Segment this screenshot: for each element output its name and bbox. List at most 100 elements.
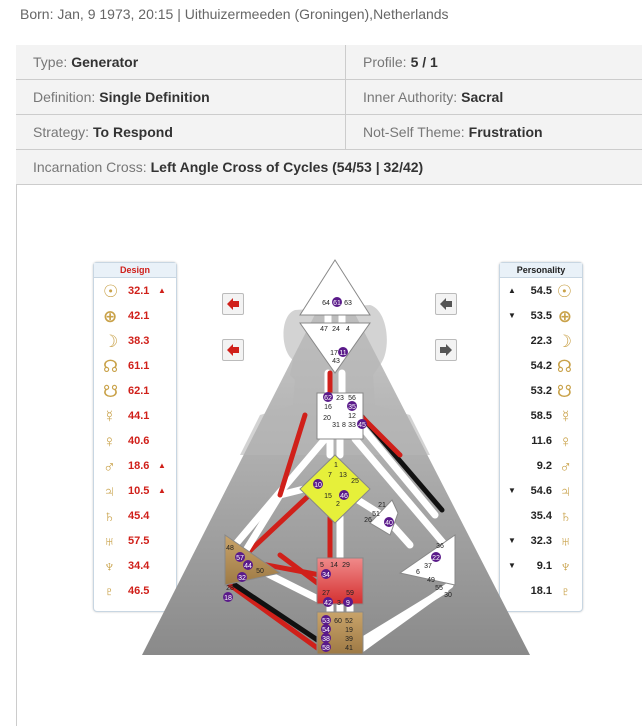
theme-value: Frustration: [468, 124, 543, 140]
design-planet-row: ☽38.3: [94, 329, 176, 354]
gate-label: 27: [322, 590, 330, 597]
svg-text:50: 50: [256, 568, 264, 575]
channel-line: [277, 552, 323, 588]
svg-text:29: 29: [342, 562, 350, 569]
gate-label: 48: [226, 545, 234, 552]
svg-text:38: 38: [322, 636, 330, 643]
planet-value: 42.1: [128, 310, 150, 322]
planet-glyph-icon: ♄: [559, 507, 572, 526]
planet-glyph-icon: ♇: [559, 582, 572, 601]
svg-text:31: 31: [332, 422, 340, 429]
planet-value: 34.4: [128, 560, 150, 572]
gate-label: 40: [384, 517, 394, 527]
planet-value: 18.6: [128, 460, 150, 472]
planet-arrow-icon: ▲: [158, 286, 166, 295]
svg-text:28: 28: [226, 585, 234, 592]
planet-glyph-icon: ♂: [559, 457, 572, 476]
gate-label: 20: [323, 415, 331, 422]
svg-text:52: 52: [345, 618, 353, 625]
planet-glyph-icon: ☊: [556, 357, 572, 376]
arrow-left-icon: [440, 298, 452, 310]
planet-value: 44.1: [128, 410, 150, 422]
svg-text:59: 59: [346, 590, 354, 597]
planet-value: 58.5: [530, 410, 552, 422]
profile-value: 5 / 1: [410, 54, 438, 70]
gate-label: 34: [321, 569, 331, 579]
svg-text:9: 9: [346, 600, 350, 607]
personality-arrow-top-button[interactable]: [435, 293, 457, 315]
personality-planet-row: ♃54.6▼: [500, 479, 582, 504]
svg-text:6: 6: [416, 569, 420, 576]
planet-value: 54.2: [530, 360, 552, 372]
gate-label: 19: [345, 627, 353, 634]
planet-value: 45.4: [128, 510, 150, 522]
planet-glyph-icon: ♅: [559, 532, 572, 551]
gate-label: 1: [334, 462, 338, 469]
gate-label: 3: [337, 600, 341, 607]
planet-value: 35.4: [530, 510, 552, 522]
svg-text:11: 11: [339, 350, 346, 357]
channel-line: [227, 582, 323, 653]
gate-label: 39: [345, 636, 353, 643]
gate-label: 52: [345, 618, 353, 625]
authority-value: Sacral: [461, 89, 504, 105]
definition-value: Single Definition: [99, 89, 210, 105]
channel-line: [277, 412, 308, 498]
personality-planet-row: ☽22.3: [500, 329, 582, 354]
planet-glyph-icon: ⊕: [557, 307, 572, 326]
strategy-cell: Strategy:To Respond: [16, 115, 346, 149]
svg-text:1: 1: [334, 462, 338, 469]
gate-label: 15: [324, 493, 332, 500]
svg-text:4: 4: [346, 326, 350, 333]
design-planet-row: ☋62.1: [94, 379, 176, 404]
solar-plexus-center: [398, 534, 456, 586]
svg-text:27: 27: [322, 590, 330, 597]
svg-text:64: 64: [322, 300, 330, 307]
gate-label: 30: [444, 592, 452, 599]
planet-value: 11.6: [531, 435, 552, 447]
design-planet-row: ♅ 57.5: [94, 529, 176, 554]
svg-text:49: 49: [427, 577, 435, 584]
svg-text:32: 32: [238, 575, 246, 582]
personality-column: Personality ☉54.5▲⊕53.5▼☽22.3☊54.2☋53.2☿…: [499, 262, 583, 612]
svg-text:5: 5: [320, 562, 324, 569]
gate-label: 32: [237, 572, 247, 582]
personality-arrow-bottom-button[interactable]: [435, 339, 457, 361]
gate-label: 60: [334, 618, 342, 625]
svg-text:17: 17: [330, 350, 338, 357]
planet-glyph-icon: ♂: [103, 457, 116, 476]
channel-line: [232, 582, 328, 648]
planet-glyph-icon: ☋: [556, 382, 572, 401]
gate-label: 64: [322, 300, 330, 307]
design-planet-row: ♄45.4: [94, 504, 176, 529]
planet-value: 57.5: [128, 535, 150, 547]
type-cell: Type:Generator: [16, 45, 346, 79]
type-value: Generator: [71, 54, 139, 70]
channel-line: [351, 435, 449, 549]
planet-arrow-icon: ▲: [508, 286, 516, 295]
strategy-value: To Respond: [93, 124, 173, 140]
cross-label: Incarnation Cross:: [33, 159, 147, 175]
gate-label: 44: [243, 560, 253, 570]
planet-glyph-icon: ☽: [103, 332, 119, 351]
planet-value: 54.5: [530, 285, 552, 297]
gate-label: 23: [336, 395, 344, 402]
gate-label: 61: [332, 297, 342, 307]
design-planet-row: ♆34.4: [94, 554, 176, 579]
svg-text:30: 30: [444, 592, 452, 599]
gate-label: 2: [336, 501, 340, 508]
svg-text:12: 12: [348, 413, 356, 420]
planet-glyph-icon: ♅: [103, 532, 116, 551]
design-arrow-top-button[interactable]: [222, 293, 244, 315]
channel-line: [348, 411, 439, 519]
svg-text:37: 37: [424, 563, 432, 570]
svg-text:13: 13: [339, 472, 347, 479]
design-arrow-bottom-button[interactable]: [222, 339, 244, 361]
gate-label: 46: [339, 490, 349, 500]
chart-properties: Type:Generator Profile:5 / 1 Definition:…: [16, 45, 642, 185]
design-planet-row: ⊕42.1: [94, 304, 176, 329]
gate-label: 63: [344, 300, 352, 307]
gate-label: 33: [348, 422, 356, 429]
channel-line: [236, 491, 284, 564]
